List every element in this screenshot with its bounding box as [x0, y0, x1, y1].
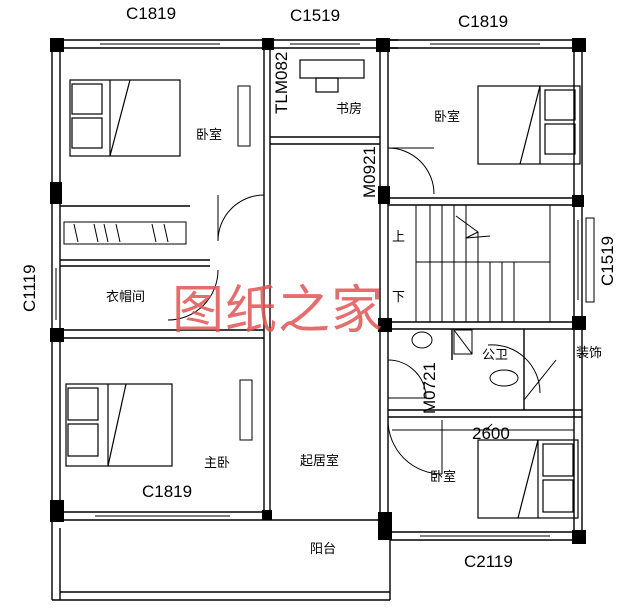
door-label-m0721: M0721 — [420, 362, 439, 414]
room-cloakroom: 衣帽间 — [106, 290, 146, 305]
balcony-railing — [51, 520, 391, 601]
wall-columns — [50, 38, 586, 544]
door-label-m0921: M0921 — [360, 146, 379, 198]
stair-up-label: 上 — [392, 230, 406, 245]
window-label-top-mid: C1519 — [290, 6, 341, 25]
watermark: 图纸之家 — [172, 281, 385, 341]
room-master-bedroom: 主卧 — [204, 456, 231, 471]
room-bedroom-top-left: 卧室 — [196, 128, 223, 143]
window-label-left-mid: C1119 — [20, 264, 39, 312]
window-label-bottom-left: C1819 — [142, 482, 193, 501]
wardrobe — [63, 85, 253, 441]
window-label-bottom-right: C2119 — [464, 552, 513, 571]
room-balcony: 阳台 — [310, 542, 337, 557]
study-desk — [299, 59, 365, 93]
window-label-top-right: C1819 — [458, 12, 509, 31]
room-bedroom-top-right: 卧室 — [434, 110, 461, 125]
wc-fixtures — [411, 329, 557, 401]
room-public-wc: 公卫 — [482, 348, 509, 363]
bed-master — [65, 383, 173, 467]
dimension-2600: 2600 — [472, 424, 510, 443]
window-marks — [55, 43, 595, 537]
door-label-study-tlm: TLM082 — [272, 51, 291, 114]
bed-top-right — [477, 85, 581, 165]
bed-top-left — [69, 79, 181, 157]
room-study: 书房 — [336, 102, 363, 117]
door-swings — [167, 147, 541, 475]
window-label-top-left: C1819 — [126, 4, 177, 23]
stair-down-label: 下 — [392, 290, 406, 305]
bed-bottom-right — [477, 439, 579, 519]
window-label-right-mid: C1519 — [598, 235, 617, 286]
staircase — [415, 204, 551, 323]
dimension-line — [392, 423, 574, 431]
room-decor: 装饰 — [576, 346, 603, 361]
room-living: 起居室 — [300, 454, 340, 469]
room-bedroom-bottom-right: 卧室 — [430, 470, 457, 485]
